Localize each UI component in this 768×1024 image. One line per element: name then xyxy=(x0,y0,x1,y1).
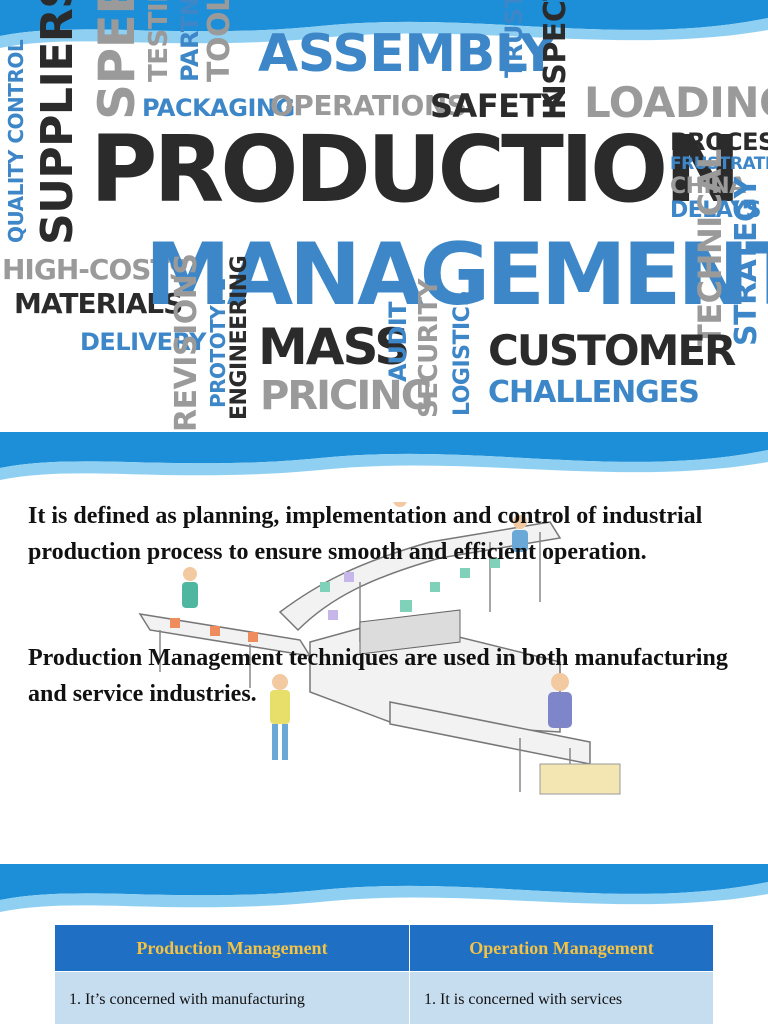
word-materials: MATERIALS xyxy=(14,287,183,320)
word-technical: TECHNICAL xyxy=(691,149,729,346)
word-strategy: STRATEGY xyxy=(729,177,764,346)
word-mass: MASS xyxy=(258,318,410,376)
word-revisions: REVISIONS xyxy=(169,253,204,432)
word-audit: AUDIT xyxy=(384,301,412,382)
word-challenges: CHALLENGES xyxy=(488,375,700,410)
top-wave-decoration xyxy=(0,0,768,48)
word-customer: CUSTOMER xyxy=(488,326,736,375)
comparison-table: Production Management Operation Manageme… xyxy=(54,924,715,1024)
comparison-slide: Production Management Operation Manageme… xyxy=(0,864,768,1024)
word-china: CHINA xyxy=(670,174,746,199)
assembly-line-illustration xyxy=(138,502,621,795)
table-header-row: Production Management Operation Manageme… xyxy=(54,924,715,972)
word-trust: TRUST xyxy=(500,0,528,78)
definition-paragraph: It is defined as planning, implementatio… xyxy=(28,503,703,565)
header-production-management: Production Management xyxy=(54,924,410,972)
word-frustration: FRUSTRATION xyxy=(670,154,768,174)
word-safety: SAFETY xyxy=(430,87,564,125)
word-delays: DELAYS xyxy=(670,198,762,223)
word-testing: TESTING xyxy=(144,0,174,82)
word-high-costs: HIGH-COSTS xyxy=(2,253,189,286)
top-wave-decoration xyxy=(0,432,768,480)
top-wave-decoration xyxy=(0,864,768,912)
techniques-paragraph: Production Management techniques are use… xyxy=(28,645,728,707)
word-speed: SPEED xyxy=(88,0,146,120)
word-prototype: PROTOTYPE xyxy=(206,278,230,408)
definition-slide: It is defined as planning, implementatio… xyxy=(0,432,768,864)
word-suppliers: SUPPLIERS xyxy=(32,0,83,245)
word-production: PRODUCTION xyxy=(90,116,741,223)
word-management: MANAGEMENT xyxy=(145,225,768,325)
word-operations: OPERATIONS xyxy=(270,89,467,122)
word-logistics: LOGISTICS xyxy=(450,290,475,416)
word-process: PROCESS xyxy=(670,128,768,156)
table-row: 1. It’s concerned with manufacturing 1. … xyxy=(54,971,715,1024)
table-cell: 1. It’s concerned with manufacturing xyxy=(54,971,410,1024)
header-operation-management: Operation Management xyxy=(408,924,715,972)
word-pricing: PRICING xyxy=(260,373,434,419)
word-partners: PARTNERS xyxy=(176,0,204,82)
word-cloud-slide: TESTING PARTNERS TOOLING SPEED ASSEMBLY … xyxy=(0,0,768,432)
table-cell: 1. It is concerned with services xyxy=(408,971,715,1024)
word-security: SECURITY xyxy=(414,279,444,418)
word-packaging: PACKAGING xyxy=(142,94,295,122)
word-assembly: ASSEMBLY xyxy=(258,24,557,84)
word-quality-control: QUALITY CONTROL xyxy=(4,39,28,243)
word-engineering: ENGINEERING xyxy=(227,255,252,420)
word-delivery: DELIVERY xyxy=(80,328,207,356)
word-loading: LOADING xyxy=(584,78,768,127)
word-tooling: TOOLING xyxy=(202,0,237,82)
